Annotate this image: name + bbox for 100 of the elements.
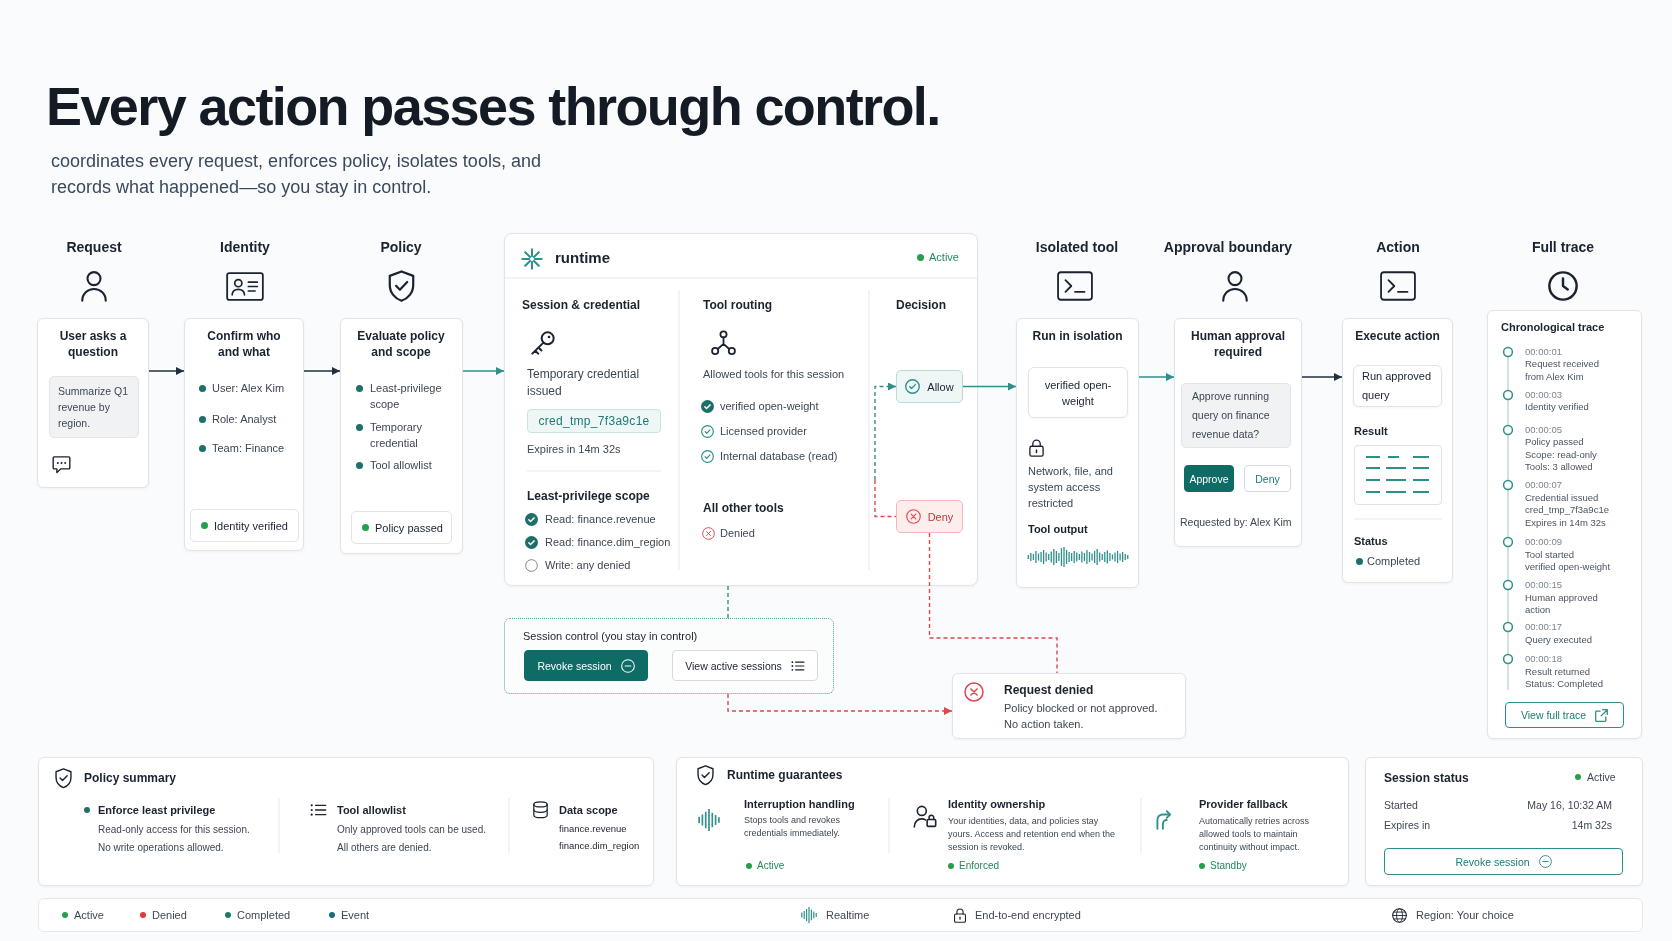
arrow	[462, 367, 505, 375]
result-box	[1354, 445, 1442, 505]
card-title: Decision	[895, 297, 947, 313]
message-text: Approve running query on finance revenue data?	[1192, 389, 1271, 442]
trace-text: Tools: 3 allowed	[1525, 461, 1594, 474]
section-title: Tool allowlist	[337, 803, 407, 818]
legend-label: Event	[341, 908, 370, 922]
timestamp: 00:00:01	[1525, 346, 1563, 359]
decision-label: Deny	[927, 510, 954, 523]
arrow	[303, 367, 341, 375]
footer-text: End-to-end encrypted	[975, 908, 1082, 922]
timestamp: 00:00:15	[1525, 579, 1563, 592]
body-text: Temporary credential issued	[527, 366, 641, 400]
decision-label: Allow	[927, 380, 954, 393]
list-item: Denied	[720, 526, 756, 541]
column-heading: Approval boundary	[1162, 238, 1294, 256]
denial-notice	[952, 673, 1186, 739]
card-title: Execute action	[1354, 328, 1441, 344]
trace-text: Tool started	[1525, 548, 1576, 561]
legend-label: Denied	[152, 908, 187, 922]
dashed-arrow	[874, 382, 897, 481]
arrow	[148, 367, 185, 375]
message-text: Summarize Q1 revenue by region.	[58, 384, 130, 431]
list-item: Read: finance.dim_region	[545, 535, 672, 550]
dashed-arrow	[727, 693, 953, 715]
section-title: Result	[1354, 424, 1389, 439]
section-title: Runtime guarantees	[727, 767, 844, 783]
body-text: Only approved tools can be used.	[337, 823, 487, 837]
list-item: Temporary credential	[370, 420, 423, 451]
revoke-session-button: Revoke session	[1384, 848, 1623, 875]
credential-chip	[527, 409, 661, 433]
trace-text: cred_tmp_7f3a9c1e	[1525, 504, 1610, 517]
trace-text: Identity verified	[1525, 401, 1590, 414]
decision-chip	[896, 370, 963, 403]
session-control-panel	[504, 618, 834, 694]
status-text: Active	[929, 250, 960, 265]
list-item: verified open-weight	[720, 399, 820, 414]
status-text: Active	[1587, 770, 1617, 784]
list-item: Licensed provider	[720, 424, 808, 439]
session-status-panel	[1365, 757, 1643, 886]
field-label: Started	[1384, 798, 1419, 812]
column-heading: Action	[1375, 238, 1421, 256]
trace-text: Request received from Alex Kim	[1525, 358, 1600, 383]
arrow	[1301, 373, 1343, 381]
section-title: Interruption handling	[744, 797, 856, 812]
section-title: Status	[1354, 534, 1389, 549]
footer-text: Region: Your choice	[1416, 908, 1515, 922]
body-text: Requested by: Alex Kim	[1180, 515, 1293, 529]
message-box	[49, 376, 139, 438]
trace-text: Result returned	[1525, 665, 1591, 678]
column-heading: Identity	[219, 238, 271, 256]
legend-label: Active	[74, 908, 104, 922]
message-box	[1181, 383, 1291, 448]
body-text: Policy blocked or not approved.	[1004, 701, 1159, 716]
panel-title: runtime	[555, 249, 611, 267]
body-text: Read-only access for this session.	[98, 823, 251, 837]
list-item: Least-privilege scope	[370, 381, 443, 412]
guarantees-panel	[676, 757, 1349, 886]
body-text: No action taken.	[1004, 717, 1085, 732]
tool-name: verified open-weight	[1043, 377, 1113, 409]
section-title: Session & credential	[522, 297, 642, 313]
list-item: Internal database (read)	[720, 449, 839, 464]
body-text: No write operations allowed.	[98, 841, 225, 855]
column-heading: Isolated tool	[1034, 238, 1120, 256]
list-item: User: Alex Kim	[212, 381, 286, 396]
body-text: Expires in 14m 32s	[527, 442, 622, 457]
trace-text: Query executed	[1525, 633, 1594, 646]
policy-summary-panel	[38, 757, 654, 886]
card-title: User asks a question	[58, 328, 128, 360]
section-title: Session status	[1384, 770, 1470, 786]
arrow	[1138, 373, 1175, 381]
section-title: Data scope	[559, 803, 619, 818]
body-text: Session control (you stay in control)	[523, 629, 699, 644]
trace-text: Human approved action	[1525, 591, 1599, 617]
approve-button: Approve	[1184, 465, 1234, 492]
arrow	[962, 382, 1017, 391]
scope-text: finance.revenue	[559, 822, 628, 835]
credential-id: cred_tmp_7f3a9c1e	[538, 414, 650, 428]
body-text: Automatically retries across allowed tools to maintain continuity without impact.	[1199, 815, 1311, 854]
list-item: Role: Analyst	[212, 412, 278, 427]
dashed-connector-line	[928, 532, 1058, 674]
section-title: Tool routing	[703, 297, 774, 313]
section-title: Request denied	[1004, 682, 1095, 698]
trace-text: Policy passed	[1525, 436, 1585, 449]
status-text: Policy passed	[375, 521, 443, 534]
timestamp: 00:00:03	[1525, 389, 1563, 402]
section-title: Enforce least privilege	[98, 803, 217, 818]
timestamp: 00:00:07	[1525, 479, 1563, 492]
card-title: Run in isolation	[1031, 328, 1124, 344]
list-item: Tool allowlist	[370, 458, 433, 473]
body-text: Your identities, data, and policies stay yours. Access and retention end when the session is revoked.	[948, 815, 1116, 854]
dashed-connector-line	[727, 585, 729, 619]
view-sessions-button: View active sessions	[672, 650, 818, 681]
trace-text: Scope: read-only	[1525, 448, 1598, 461]
timestamp: 00:00:17	[1525, 621, 1563, 634]
trace-text: Expires in 14m 32s	[1525, 516, 1607, 529]
timestamp: 00:00:18	[1525, 653, 1563, 666]
status-chip	[351, 511, 452, 544]
body-text: Allowed tools for this session	[703, 367, 846, 382]
status-chip	[190, 509, 299, 542]
